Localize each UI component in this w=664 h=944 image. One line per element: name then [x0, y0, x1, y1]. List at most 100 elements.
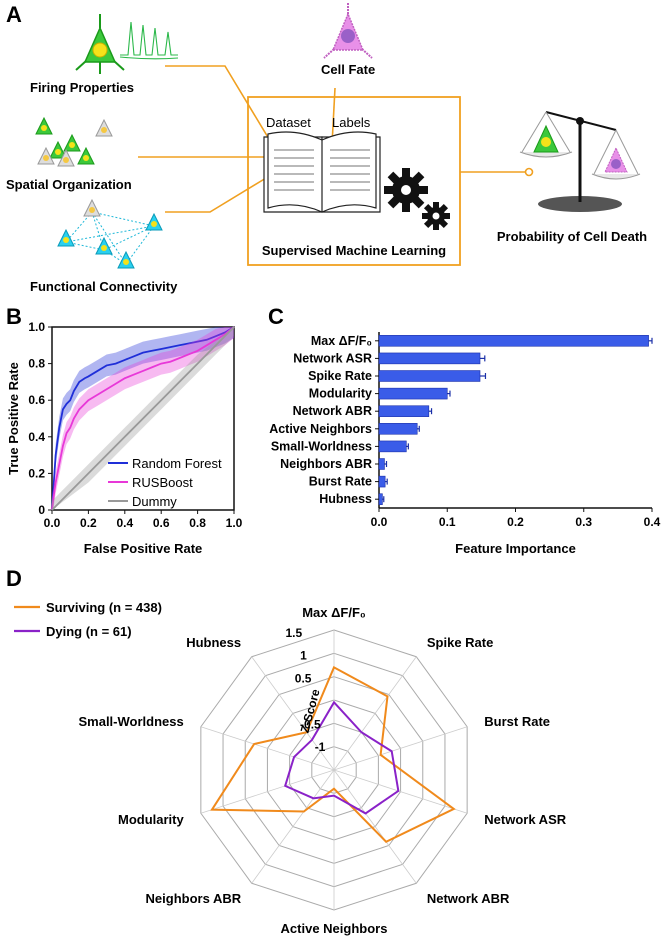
- grid-spoke: [333, 769, 417, 884]
- gear-icon: [384, 168, 450, 230]
- bar: [378, 387, 448, 400]
- bar: [378, 405, 430, 417]
- x-tick-label: 1.0: [226, 516, 243, 530]
- x-tick-label: 0.6: [153, 516, 170, 530]
- series-polygon: [210, 665, 456, 843]
- x-tick-label: 0.2: [80, 516, 97, 530]
- x-tick-label: 0.4: [116, 516, 133, 530]
- bar: [378, 423, 418, 435]
- x-axis-label: False Positive Rate: [84, 541, 203, 556]
- bar: [378, 335, 649, 347]
- y-tick-label: 0.2: [28, 466, 45, 480]
- functional-connectivity-label: Functional Connectivity: [30, 279, 178, 294]
- category-label: Active Neighbors: [269, 422, 372, 436]
- legend-label: Dying (n = 61): [46, 624, 132, 639]
- category-label: Spike Rate: [308, 369, 372, 383]
- category-label: Max ΔF/F₀: [311, 334, 372, 348]
- probability-label: Probability of Cell Death: [497, 229, 647, 244]
- legend-label: Surviving (n = 438): [46, 600, 162, 615]
- radar-axis-label: Network ASR: [484, 812, 566, 827]
- x-tick-label: 0.2: [507, 515, 524, 529]
- legend-label: Dummy: [132, 494, 177, 509]
- spike-trace-icon: [119, 21, 179, 60]
- bar: [378, 440, 407, 453]
- bar: [378, 352, 481, 365]
- panel-letter-c: C: [268, 304, 284, 329]
- grid-spoke: [251, 656, 335, 771]
- plot-frame: [51, 326, 235, 511]
- series-band: [52, 327, 234, 510]
- y-axis-label: True Positive Rate: [6, 362, 21, 475]
- category-label: Burst Rate: [309, 475, 372, 489]
- panel-letter-d: D: [6, 566, 22, 591]
- series-line: [51, 326, 235, 511]
- category-label: Network ASR: [293, 351, 372, 365]
- category-label: Network ABR: [293, 404, 372, 418]
- ml-box: [247, 96, 461, 266]
- r-tick-label: -1: [315, 740, 326, 754]
- radar-axis-label: Max ΔF/F₀: [302, 605, 366, 620]
- radar-axis-label: Burst Rate: [484, 714, 550, 729]
- category-label: Neighbors ABR: [280, 457, 372, 471]
- roc-chart: 0.0 0.2 0.4 0.6 0.8 1.0 0 0.2 0.4 0.6 0.8 1.0False …: [6, 320, 243, 556]
- feature-importance-chart: Max ΔF/F₀ Network ASR Spike RateModularity…: [269, 332, 661, 556]
- panel-letter-b: B: [6, 304, 22, 329]
- grid-spoke: [200, 769, 335, 814]
- x-tick-label: 0.8: [189, 516, 206, 530]
- supervised-ml-label: Supervised Machine Learning: [262, 243, 446, 258]
- scale-icon: [519, 111, 641, 212]
- x-tick-label: 0.1: [439, 515, 456, 529]
- legend-label: Random Forest: [132, 456, 222, 471]
- spatial-organization-label: Spatial Organization: [6, 177, 132, 192]
- radar-axis-label: Small-Worldness: [78, 714, 183, 729]
- series-line: [51, 326, 235, 511]
- x-axis-label: Feature Importance: [455, 541, 576, 556]
- series-line: [51, 326, 235, 511]
- x-tick-label: 0.3: [575, 515, 592, 529]
- radar-axis-label: Modularity: [118, 812, 184, 827]
- book-icon: [263, 131, 381, 213]
- radar-axis-label: Neighbors ABR: [146, 891, 242, 906]
- bar: [378, 370, 481, 382]
- panel-letter-a: A: [6, 2, 22, 27]
- radar-axis-label: Network ABR: [427, 891, 510, 906]
- firing-properties-label: Firing Properties: [30, 80, 134, 95]
- cell-fate-neuron-icon: [323, 3, 373, 59]
- labels-label: Labels: [332, 115, 371, 130]
- bar: [378, 458, 385, 470]
- r-tick-label: 1: [300, 649, 307, 663]
- grid-spoke: [333, 769, 468, 814]
- spatial-organization-icon: [35, 116, 113, 167]
- radar-axis-label: Spike Rate: [427, 635, 493, 650]
- y-tick-label: 0.6: [28, 393, 45, 407]
- y-tick-label: 0: [38, 503, 45, 517]
- grid-spoke: [333, 656, 417, 771]
- r-tick-label: -0.5: [300, 717, 321, 731]
- radar-axis-label: Hubness: [186, 635, 241, 650]
- category-label: Modularity: [309, 387, 372, 401]
- y-tick-label: 1.0: [28, 320, 45, 334]
- cell-fate-label: Cell Fate: [321, 62, 375, 77]
- functional-connectivity-icon: [57, 198, 163, 269]
- category-label: Small-Worldness: [271, 439, 372, 453]
- y-tick-label: 0.4: [28, 430, 45, 444]
- grid-spoke: [251, 769, 335, 884]
- radar-axis-label: Active Neighbors: [281, 921, 388, 936]
- legend-label: RUSBoost: [132, 475, 193, 490]
- bar: [378, 493, 383, 505]
- x-tick-label: 0.0: [44, 516, 61, 530]
- r-tick-label: 1.5: [285, 626, 302, 640]
- dataset-label: Dataset: [266, 115, 311, 130]
- bar: [378, 475, 386, 488]
- firing-neuron-icon: [75, 14, 125, 74]
- x-tick-label: 0.0: [371, 515, 388, 529]
- x-tick-label: 0.4: [644, 515, 661, 529]
- y-tick-label: 0.8: [28, 357, 45, 371]
- grid-spoke: [333, 726, 468, 771]
- r-tick-label: 0.5: [295, 672, 312, 686]
- series-polygon: [283, 700, 400, 815]
- category-label: Hubness: [319, 492, 372, 506]
- grid-spoke: [200, 726, 335, 771]
